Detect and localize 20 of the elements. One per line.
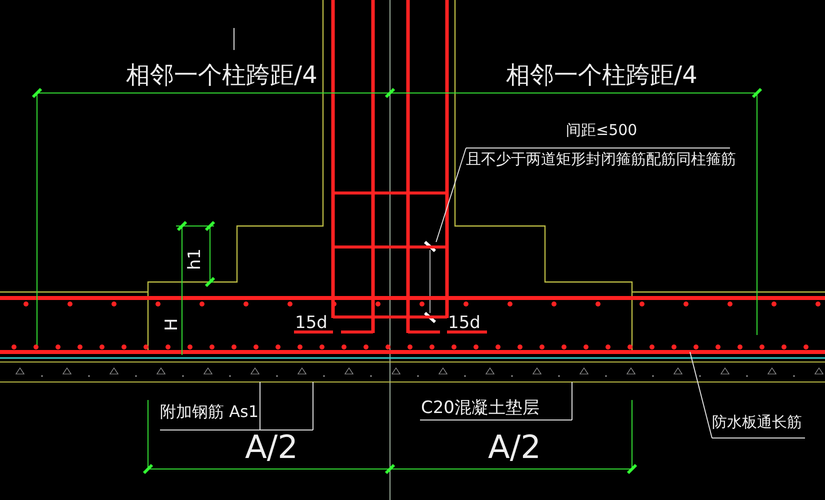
callout-text: C20混凝土垫层	[421, 399, 540, 418]
callout-text: 防水板通长筋	[712, 414, 802, 430]
dimension-label: H	[163, 318, 182, 331]
callout-text: 附加钢筋 As1	[160, 403, 259, 421]
concrete-cushion-layer	[0, 357, 825, 382]
leader-line	[690, 352, 806, 438]
dimension-label: h1	[186, 248, 205, 270]
leader-line	[160, 382, 314, 430]
leader-line	[420, 382, 572, 420]
dimension-label: 15d	[448, 314, 480, 333]
dimension-label: 相邻一个柱跨距/4	[506, 62, 698, 88]
dimension-label: A/2	[245, 430, 298, 466]
leader-line	[436, 148, 730, 242]
dimension-label: A/2	[488, 430, 542, 466]
dimension-label: 15d	[295, 314, 328, 333]
callout-text: 且不少于两道矩形封闭箍筋配筋同柱箍筋	[466, 150, 736, 167]
stirrup-marker	[424, 240, 436, 324]
dimension-label: 相邻一个柱跨距/4	[126, 62, 318, 88]
callout-text: 间距≤500	[566, 122, 638, 138]
slab-rebar	[0, 296, 825, 354]
